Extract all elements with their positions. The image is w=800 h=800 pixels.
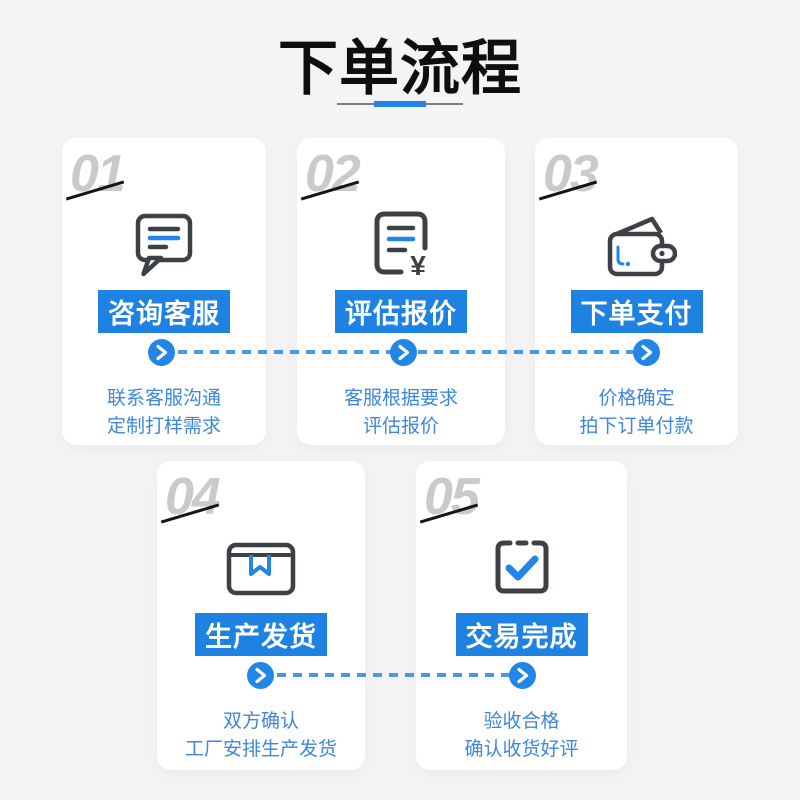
step-card-quote: 02 ¥ 评估报价 客服根据要求 评估报价: [297, 138, 505, 445]
package-box-icon: [221, 529, 301, 609]
step-card-pay: 03 下单支付 价格确定 拍下订单付款: [535, 138, 738, 445]
desc-line: 验收合格: [483, 711, 560, 732]
desc-line: 客服根据要求: [343, 388, 458, 409]
chat-bubble-icon: [124, 206, 204, 286]
step-card-consult: 01 咨询客服 联系客服沟通 定制打样需求: [62, 138, 266, 445]
flow-arrow-icon: [509, 662, 536, 689]
desc-line: 评估报价: [362, 416, 439, 437]
desc-line: 拍下订单付款: [579, 416, 694, 437]
desc-line: 工厂安排生产发货: [184, 739, 337, 760]
step-description: 双方确认 工厂安排生产发货: [157, 708, 365, 764]
production-ship-button[interactable]: 生产发货: [195, 613, 327, 656]
page-title: 下单流程: [278, 35, 522, 102]
desc-line: 联系客服沟通: [106, 388, 221, 409]
flow-arrow-icon: [148, 339, 175, 366]
step-card-ship: 04 生产发货 双方确认 工厂安排生产发货: [157, 461, 365, 770]
step-description: 联系客服沟通 定制打样需求: [62, 385, 266, 441]
step-number: 03: [543, 145, 599, 203]
flow-arrow-icon: [247, 662, 274, 689]
title-underline: [337, 101, 463, 107]
consult-service-button[interactable]: 咨询客服: [98, 290, 230, 333]
step-description: 价格确定 拍下订单付款: [535, 385, 738, 441]
flow-dashed-line-row2: [261, 673, 523, 677]
step-number: 04: [165, 468, 221, 526]
wallet-icon: [597, 206, 677, 286]
yuan-symbol: ¥: [410, 250, 426, 281]
flow-arrow-icon: [633, 339, 660, 366]
evaluate-quote-button[interactable]: 评估报价: [335, 290, 467, 333]
title-underline-blue: [374, 101, 426, 107]
desc-line: 价格确定: [598, 388, 675, 409]
check-box-icon: [482, 529, 562, 609]
flow-arrow-icon: [390, 339, 417, 366]
order-pay-button[interactable]: 下单支付: [570, 290, 703, 333]
step-card-complete: 05 交易完成 验收合格 确认收货好评: [416, 461, 627, 770]
step-description: 验收合格 确认收货好评: [416, 708, 627, 764]
desc-line: 双方确认: [222, 711, 299, 732]
step-description: 客服根据要求 评估报价: [297, 385, 505, 441]
desc-line: 定制打样需求: [106, 416, 221, 437]
quote-document-icon: ¥: [361, 206, 441, 286]
step-number: 01: [70, 145, 126, 203]
desc-line: 确认收货好评: [464, 739, 579, 760]
step-number: 05: [424, 468, 480, 526]
transaction-complete-button[interactable]: 交易完成: [455, 613, 588, 656]
step-number: 02: [305, 145, 361, 203]
